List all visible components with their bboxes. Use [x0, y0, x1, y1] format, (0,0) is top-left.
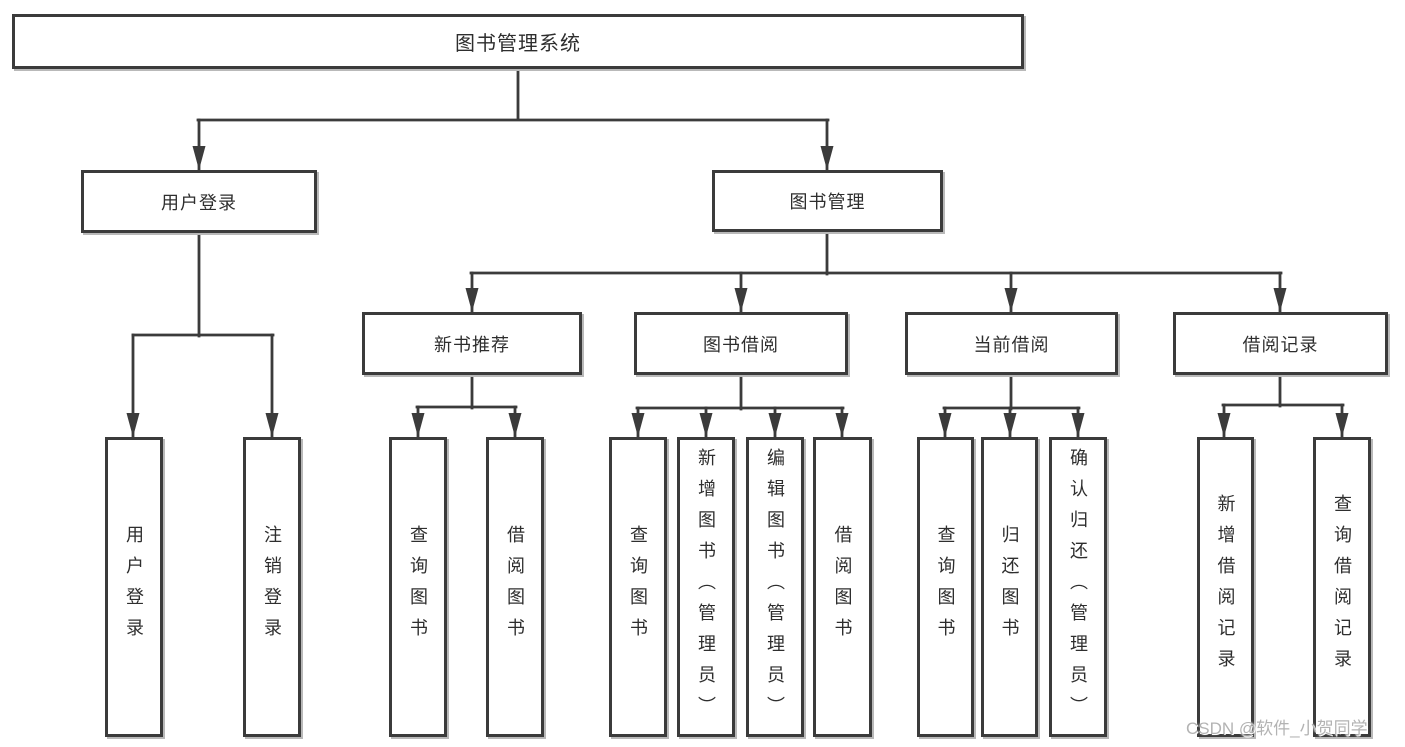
node-book-management: 图书管理	[712, 170, 943, 232]
watermark: CSDN @软件_小贺同学	[1186, 719, 1368, 738]
node-label: 图书管理系统	[455, 33, 581, 55]
leaf-query-book-recommend: 查询图书	[389, 437, 447, 737]
node-label: 借阅记录	[1242, 334, 1319, 355]
node-label: 用户登录	[161, 192, 237, 213]
node-label: 注销登录	[262, 525, 282, 649]
node-label: 借阅图书	[832, 525, 853, 649]
node-new-book-recommendation: 新书推荐	[362, 312, 582, 375]
node-label: 新书推荐	[434, 334, 510, 355]
node-label: 查询图书	[408, 525, 428, 649]
node-label: 当前借阅	[973, 334, 1050, 355]
leaf-query-book-borrowing: 查询图书	[609, 437, 667, 737]
node-label: 图书借阅	[703, 334, 779, 355]
node-user-login: 用户登录	[81, 170, 317, 233]
node-current-borrowing: 当前借阅	[905, 312, 1118, 375]
node-label: 新增借阅记录	[1215, 494, 1236, 680]
leaf-logout: 注销登录	[243, 437, 301, 737]
node-label: 新增图书（管理员）	[696, 447, 716, 727]
leaf-borrow-book-recommend: 借阅图书	[486, 437, 544, 737]
node-label: 归还图书	[999, 525, 1020, 649]
node-label: 查询借阅记录	[1332, 494, 1352, 680]
leaf-borrow-book: 借阅图书	[813, 437, 872, 737]
node-label: 查询图书	[628, 525, 648, 649]
leaf-add-borrow-record: 新增借阅记录	[1197, 437, 1254, 737]
leaf-query-book-current: 查询图书	[917, 437, 974, 737]
node-label: 图书管理	[789, 192, 866, 212]
node-book-borrowing: 图书借阅	[634, 312, 848, 375]
node-label: 编辑图书（管理员）	[765, 447, 785, 727]
node-library-management-system: 图书管理系统	[12, 14, 1024, 69]
leaf-edit-book-admin: 编辑图书（管理员）	[746, 437, 804, 737]
node-label: 用户登录	[124, 525, 144, 649]
leaf-query-borrow-record: 查询借阅记录	[1313, 437, 1371, 737]
leaf-confirm-return-admin: 确认归还（管理员）	[1049, 437, 1107, 737]
node-label: 查询图书	[935, 525, 956, 649]
node-label: 确认归还（管理员）	[1068, 447, 1088, 727]
leaf-user-login: 用户登录	[105, 437, 163, 737]
leaf-return-book: 归还图书	[981, 437, 1038, 737]
node-borrowing-records: 借阅记录	[1173, 312, 1388, 375]
node-label: 借阅图书	[505, 525, 525, 649]
leaf-add-book-admin: 新增图书（管理员）	[677, 437, 735, 737]
